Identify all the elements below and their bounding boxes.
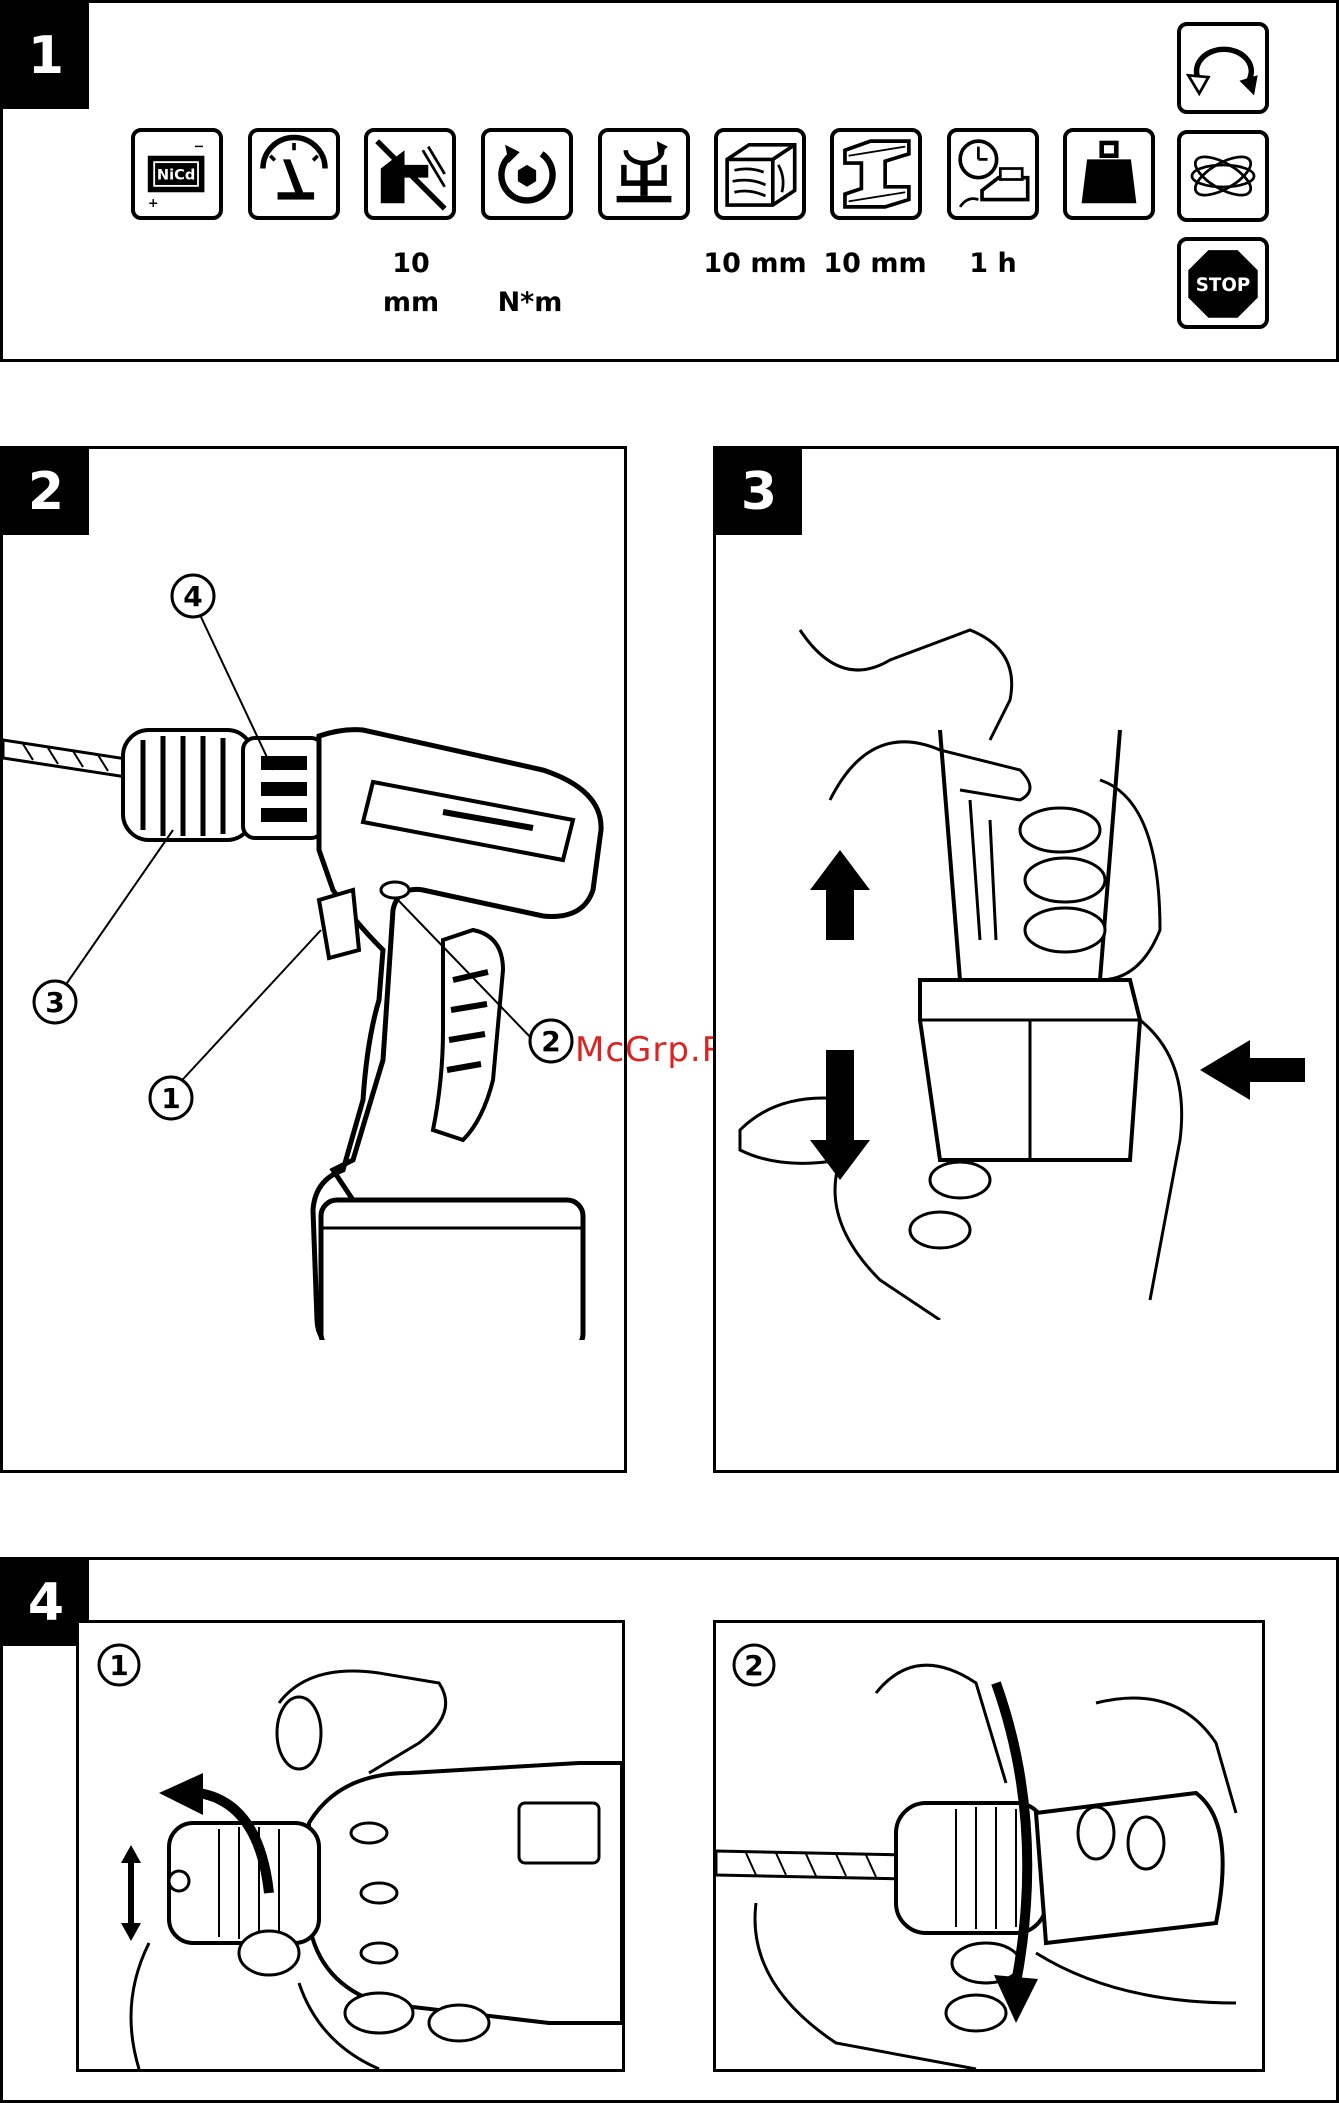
torque-icon <box>481 128 573 220</box>
panel-number: 3 <box>716 449 802 535</box>
callout-2: 2 <box>541 1025 560 1058</box>
charge-time: 1 h <box>953 248 1033 279</box>
svg-text:−: − <box>194 139 205 154</box>
sub-step-1-label: 1 <box>109 1649 128 1682</box>
weight-icon <box>1063 128 1155 220</box>
drill-illustration: 4 3 1 2 <box>3 560 623 1340</box>
panel-number: 2 <box>3 449 89 535</box>
steel-capacity: 10 mm <box>820 248 930 279</box>
wood-icon <box>714 128 806 220</box>
sub-step-2-label: 2 <box>744 1649 763 1682</box>
wood-capacity: 10 mm <box>700 248 810 279</box>
chuck-open-illustration: 1 <box>79 1623 622 2069</box>
svg-text:+: + <box>148 196 159 211</box>
chuck-close-illustration: 2 <box>716 1623 1262 2069</box>
callout-1: 1 <box>161 1082 180 1115</box>
panel-number: 1 <box>3 3 89 109</box>
no-disposal-icon <box>1177 130 1269 222</box>
drill-capacity-value: 10 <box>380 248 442 279</box>
steel-icon <box>830 128 922 220</box>
charging-time-icon <box>947 128 1039 220</box>
nicd-battery-icon: NiCd − + <box>131 128 223 220</box>
rotation-direction-icon <box>1177 22 1269 114</box>
drilling-capacity-icon <box>364 128 456 220</box>
callout-4: 4 <box>183 580 202 613</box>
nicd-label: NiCd <box>157 166 195 183</box>
torque-unit: N*m <box>484 287 576 318</box>
chuck-icon <box>598 128 690 220</box>
battery-removal-illustration <box>720 600 1320 1320</box>
speed-gauge-icon <box>248 128 340 220</box>
callout-3: 3 <box>45 986 64 1019</box>
stop-icon: STOP <box>1177 237 1269 329</box>
stop-label: STOP <box>1196 275 1250 296</box>
drill-capacity-unit: mm <box>370 287 452 318</box>
